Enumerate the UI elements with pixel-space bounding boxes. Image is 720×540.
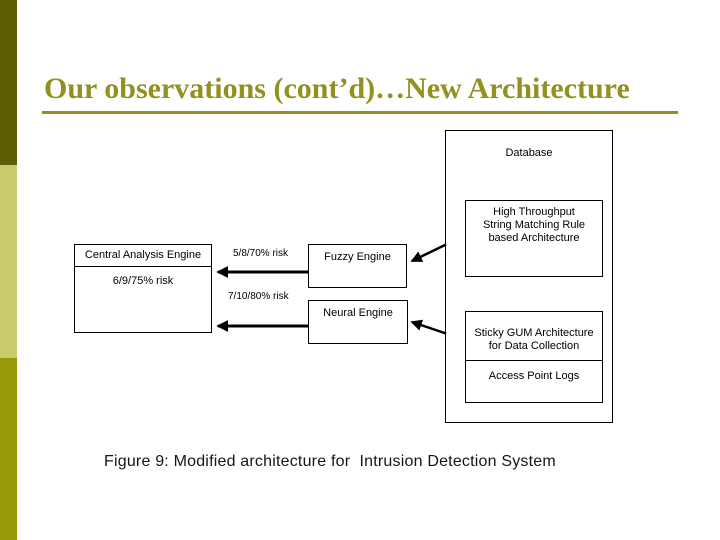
fuzzy-risk-label: 5/8/70% risk (233, 248, 289, 259)
high-throughput-box: High Throughput String Matching Rule bas… (465, 200, 603, 277)
figure-caption: Figure 9: Modified architecture for Intr… (104, 453, 556, 470)
sidebar-segment-top (0, 0, 17, 165)
slide-title: Our observations (cont’d)…New Architectu… (44, 72, 630, 105)
central-analysis-engine-title: Central Analysis Engine (75, 245, 211, 267)
arrow-database-to-neural (410, 319, 447, 335)
sticky-gum-box: Sticky GUM Architecture for Data Collect… (465, 311, 603, 361)
title-underline (42, 111, 678, 114)
fuzzy-engine-box: Fuzzy Engine (308, 244, 407, 288)
sidebar-segment-bottom (0, 358, 17, 540)
sidebar-segment-middle (0, 165, 17, 358)
neural-engine-box: Neural Engine (308, 300, 408, 344)
arrow-database-to-fuzzy (410, 243, 447, 263)
central-analysis-risk-label: 6/9/75% risk (112, 275, 174, 287)
central-analysis-engine-box: Central Analysis Engine 6/9/75% risk (74, 244, 212, 333)
neural-risk-label: 7/10/80% risk (228, 291, 289, 302)
database-label: Database (505, 147, 553, 159)
access-point-logs-box: Access Point Logs (465, 360, 603, 403)
